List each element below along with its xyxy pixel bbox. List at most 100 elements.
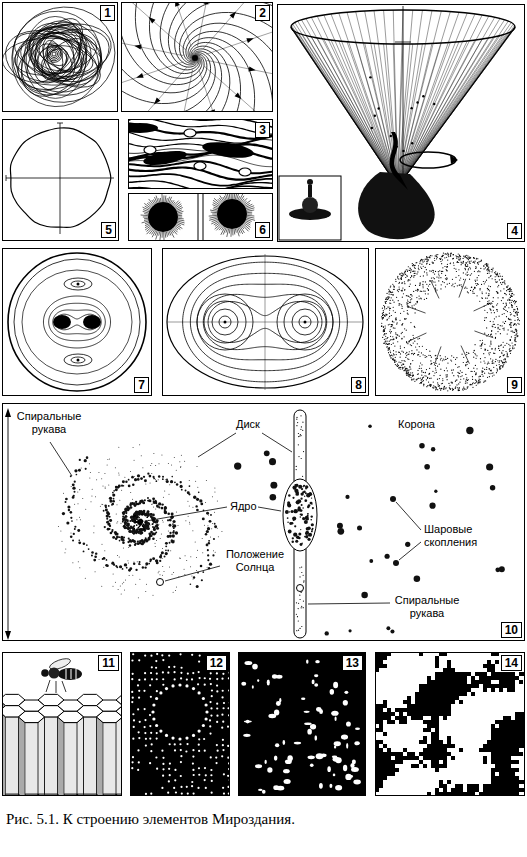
stippled-disk — [488, 285, 489, 286]
stippled-disk — [400, 348, 401, 349]
stippled-disk — [480, 340, 481, 341]
stippled-disk — [382, 318, 383, 319]
stippled-disk — [428, 259, 429, 260]
stippled-disk — [514, 320, 515, 321]
eclipse-disks — [231, 194, 232, 199]
stippled-disk — [446, 387, 447, 388]
galaxy-diagram — [125, 516, 127, 518]
stippled-disk — [476, 258, 477, 259]
contour-lines — [212, 309, 238, 335]
stippled-disk — [430, 360, 431, 361]
stippled-disk — [447, 266, 448, 267]
stippled-disk — [517, 336, 518, 337]
stippled-disk — [501, 279, 502, 280]
stippled-disk — [397, 276, 398, 277]
stippled-disk — [461, 286, 462, 287]
stippled-disk — [490, 358, 491, 359]
stippled-disk — [488, 289, 489, 290]
stippled-disk — [477, 277, 478, 278]
stippled-disk — [417, 338, 418, 339]
stippled-disk — [473, 262, 474, 263]
stippled-disk — [413, 375, 414, 376]
stippled-disk — [409, 297, 410, 298]
stippled-disk — [497, 328, 498, 329]
stippled-disk — [508, 307, 509, 308]
stippled-disk — [488, 267, 489, 268]
stippled-disk — [386, 343, 387, 344]
stippled-disk — [481, 291, 482, 292]
stippled-disk — [479, 378, 480, 379]
stippled-disk — [497, 273, 498, 274]
stippled-disk — [463, 261, 464, 262]
stippled-disk — [411, 353, 412, 354]
stippled-disk — [443, 387, 444, 388]
stippled-disk — [509, 291, 510, 292]
stippled-disk — [397, 366, 398, 367]
stippled-disk — [436, 387, 437, 388]
stippled-disk — [410, 322, 411, 323]
stippled-disk — [463, 388, 464, 389]
stippled-disk — [444, 257, 445, 258]
stippled-disk — [441, 271, 442, 272]
stippled-disk — [437, 379, 438, 380]
stippled-disk — [453, 357, 454, 358]
stippled-disk — [445, 278, 446, 279]
stippled-disk — [393, 285, 394, 286]
stippled-disk — [441, 284, 442, 285]
stippled-disk — [452, 382, 453, 383]
stippled-disk — [430, 385, 431, 386]
stippled-disk — [384, 333, 385, 334]
stippled-disk — [410, 368, 411, 369]
stippled-disk — [461, 262, 462, 263]
stippled-disk — [441, 256, 442, 257]
contour-lines — [8, 253, 146, 391]
stippled-disk — [475, 266, 476, 267]
stippled-disk — [491, 370, 492, 371]
stippled-disk — [451, 355, 452, 356]
eclipse-disks — [177, 210, 182, 212]
stippled-disk — [487, 312, 488, 313]
stippled-disk — [429, 385, 430, 386]
stippled-disk — [499, 367, 500, 368]
contour-lines — [183, 262, 348, 382]
stippled-disk — [476, 295, 477, 296]
stippled-disk — [431, 357, 432, 358]
stippled-disk — [400, 357, 401, 358]
stippled-disk — [390, 300, 391, 301]
stippled-disk — [472, 291, 473, 292]
stippled-disk — [478, 275, 479, 276]
stippled-disk — [389, 316, 390, 317]
stippled-disk — [407, 299, 408, 300]
stippled-disk — [495, 281, 496, 282]
stippled-disk — [389, 348, 390, 349]
stippled-disk — [451, 370, 452, 371]
stippled-disk — [514, 344, 515, 345]
stippled-disk — [510, 319, 511, 320]
eclipse-disks — [223, 197, 225, 201]
stippled-disk — [510, 312, 511, 313]
stippled-disk — [511, 305, 512, 306]
stippled-disk — [394, 289, 395, 290]
stippled-disk — [508, 289, 509, 290]
funnel-cone — [433, 103, 435, 105]
stippled-disk — [514, 323, 515, 324]
stippled-disk — [389, 324, 390, 325]
stippled-disk — [381, 326, 382, 327]
stippled-disk — [506, 316, 507, 317]
stippled-disk — [517, 308, 518, 309]
stippled-disk — [491, 312, 492, 313]
stippled-disk — [509, 294, 510, 295]
stippled-disk — [412, 265, 413, 266]
stippled-disk — [512, 345, 513, 346]
stippled-disk — [434, 346, 441, 365]
stippled-disk — [405, 369, 406, 370]
stippled-disk — [489, 373, 490, 374]
stippled-disk — [440, 259, 441, 260]
stippled-disk — [399, 320, 400, 321]
stippled-disk — [476, 267, 477, 268]
stippled-disk — [465, 265, 466, 266]
stippled-disk — [445, 275, 446, 276]
galaxy-diagram — [128, 530, 131, 533]
stippled-disk — [434, 386, 435, 387]
stippled-disk — [446, 270, 447, 271]
